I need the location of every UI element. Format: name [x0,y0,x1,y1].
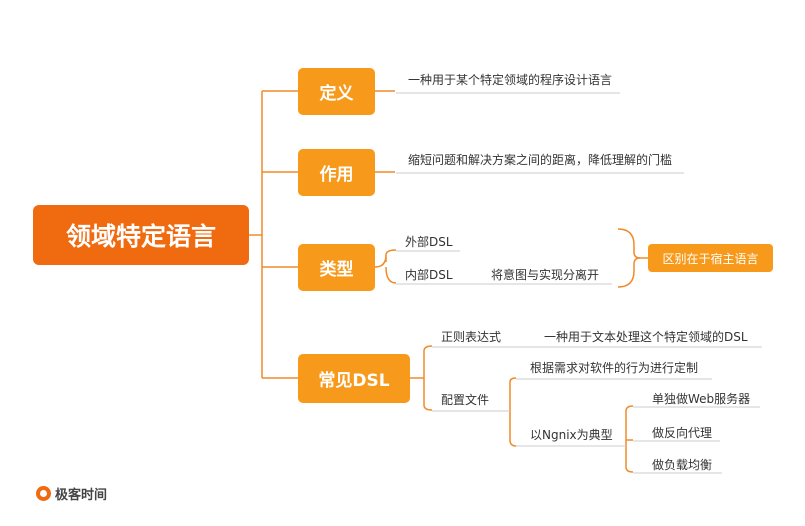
internal-dsl-note: 将意图与实现分离开 [491,268,600,282]
config-note: 根据需求对软件的行为进行定制 [530,361,699,375]
nginx-item-load-balancing: 做负载均衡 [652,458,713,472]
brand-logo: 极客时间 [36,484,107,503]
node-types: 类型 [298,244,375,291]
node-common-dsl: 常见DSL [298,354,410,403]
host-language-callout: 区别在于宿主语言 [648,244,773,272]
nginx-label: 以Ngnix为典型 [530,428,613,442]
nginx-item-reverse-proxy: 做反向代理 [652,426,713,440]
definition-text: 一种用于某个特定领域的程序设计语言 [408,73,613,87]
node-purpose: 作用 [298,149,375,196]
regex-note: 一种用于文本处理这个特定领域的DSL [544,330,748,344]
nginx-item-web-server: 单独做Web服务器 [652,392,751,406]
regex-label: 正则表达式 [441,330,502,344]
config-file-label: 配置文件 [441,393,490,407]
external-dsl-label: 外部DSL [405,235,453,249]
purpose-text: 缩短问题和解决方案之间的距离，降低理解的门槛 [408,153,673,167]
internal-dsl-label: 内部DSL [405,268,453,282]
node-definition: 定义 [298,68,375,115]
brand-name: 极客时间 [55,488,108,503]
logo-icon [36,486,51,501]
root-node: 领域特定语言 [33,205,249,265]
